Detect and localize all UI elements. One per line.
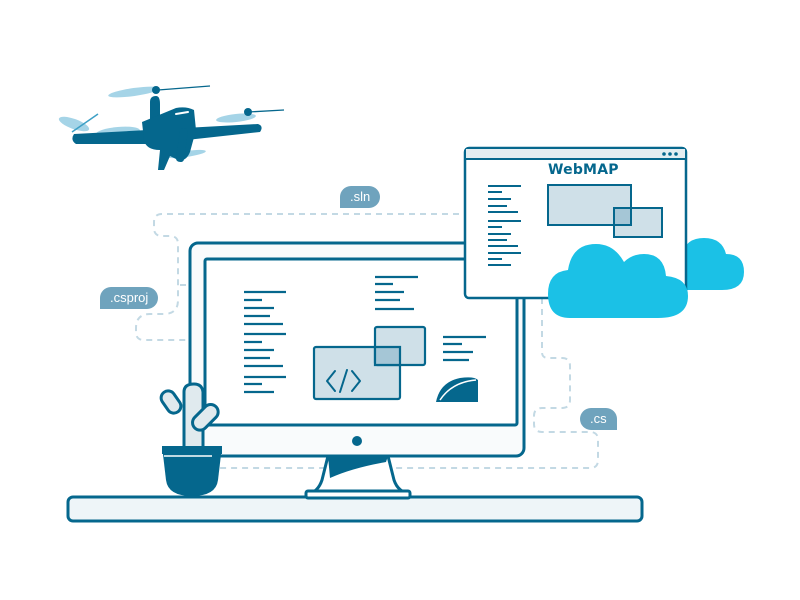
- csproj-file-tag: .csproj: [100, 287, 159, 309]
- sln-file-tag: .sln: [340, 186, 381, 208]
- code-lines-center: [375, 275, 418, 311]
- code-lines-left: [244, 290, 286, 394]
- partial-globe-icon: [436, 377, 478, 402]
- monitor-camera-dot: [352, 436, 362, 446]
- code-brackets-icon: [326, 369, 361, 393]
- three-dots-icon: [662, 152, 678, 156]
- browser-code-lines: [488, 185, 521, 266]
- monitor-screen: [203, 257, 519, 427]
- cloud-front: [548, 244, 688, 318]
- cloud-back: [672, 238, 744, 290]
- cs-file-tag: .cs: [580, 408, 617, 430]
- desk: [66, 495, 644, 523]
- code-lines-right: [443, 335, 486, 362]
- drone: [58, 85, 285, 170]
- code-panels: [312, 325, 427, 401]
- webmap-title: WebMAP: [548, 162, 619, 178]
- cactus-plant: [159, 382, 222, 496]
- monitor-stand: [304, 454, 412, 500]
